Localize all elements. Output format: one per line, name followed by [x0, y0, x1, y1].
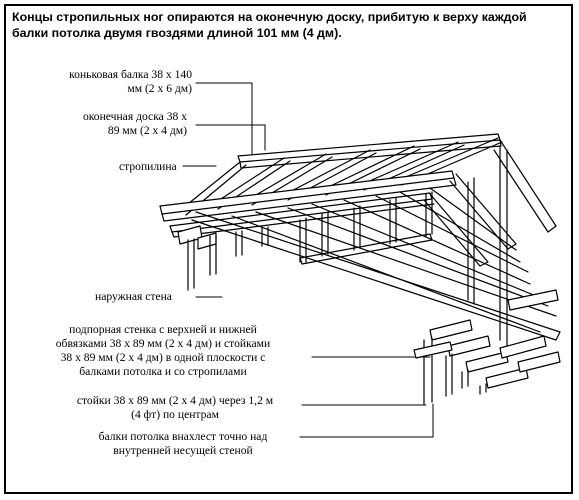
eave-plates: [159, 170, 457, 238]
leader-ridge: [195, 82, 253, 156]
leader-lines: [182, 82, 434, 438]
interior-posts: [413, 337, 487, 405]
heading-line-1: Концы стропильных ног опираются на оконе…: [12, 10, 527, 24]
leader-end-board: [195, 124, 266, 151]
label-studs: стойки 38 х 89 мм (2 х 4 дм) через 1,2 м…: [76, 394, 274, 421]
label-end-board: оконечная доска 38 х 89 мм (2 х 4 дм): [82, 110, 187, 137]
heading-line-2: балки потолка двумя гвоздями длиной 101 …: [12, 26, 342, 40]
figure-heading: Концы стропильных ног опираются на оконе…: [12, 9, 567, 41]
figure-border: [4, 4, 573, 494]
label-support-wall: подпорная стенка с верхней и нижней обвя…: [55, 323, 271, 378]
ceiling-joists: [191, 187, 561, 341]
leader-ceiling-joists: [299, 403, 434, 438]
label-ceiling-joists: балки потолка внахлест точно над внутрен…: [98, 430, 268, 457]
label-rafter: стропилина: [119, 160, 177, 173]
gable-end: [423, 139, 557, 347]
front-joist-ends: [429, 289, 561, 389]
label-outer-wall: наружная стена: [95, 290, 172, 303]
label-ridge-beam: коньковая балка 38 х 140 мм (2 х 6 дм): [69, 68, 192, 95]
joist-ends: [177, 225, 217, 250]
